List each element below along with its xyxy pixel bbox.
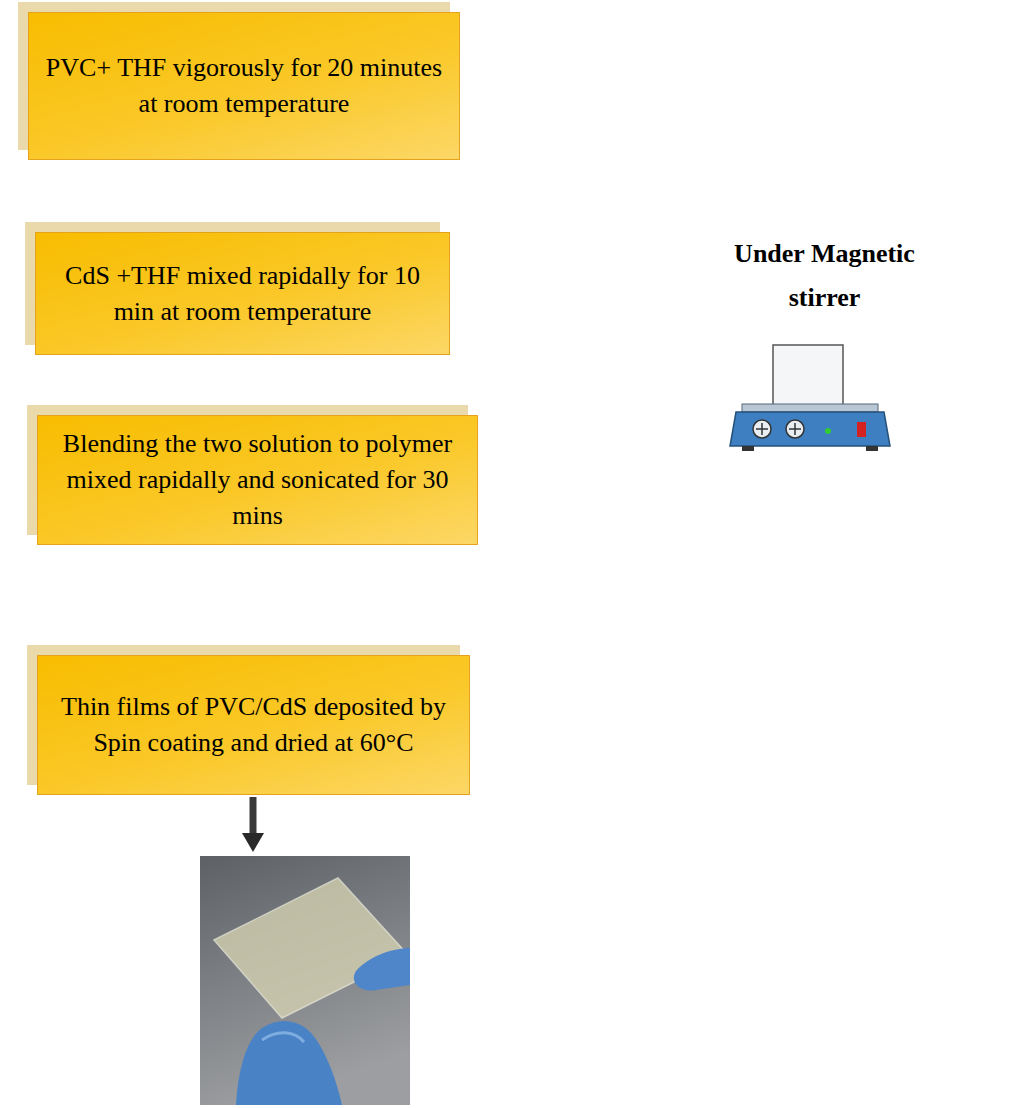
magnetic-stirrer-icon [712,336,910,466]
arrow-outline [496,68,835,178]
arrow-line [240,161,247,205]
glove-thumb [354,948,410,991]
thin-film [214,878,408,1018]
arrow-head [242,833,264,852]
stirrer-label: Under Magnetic stirrer [710,232,940,320]
step-text: CdS +THF mixed rapidally for 10 min at r… [46,258,439,330]
flow-arrow [245,546,267,644]
step-text: PVC+ THF vigorously for 20 minutes at ro… [39,50,449,122]
arrow-outline [438,482,835,605]
arrow-line [250,797,257,835]
beaker [773,345,843,407]
process-box: Blending the two solution to polymer mix… [37,415,478,545]
process-box: Thin films of PVC/CdS deposited by Spin … [37,655,470,795]
arrow-head [460,36,496,100]
arrow-fill [494,68,835,178]
arrow-fill [484,316,632,344]
photo-ground [200,856,410,1105]
indicator-light [825,428,831,434]
knob-marks [756,423,801,435]
arrow-fill [438,482,835,605]
foot [866,446,878,451]
flow-arrow [232,161,254,221]
hexagon-outline [620,170,1029,490]
hollow-arrow [450,298,632,362]
arrow-line [252,546,259,628]
step-text: Thin films of PVC/CdS deposited by Spin … [48,689,459,761]
process-box: CdS +THF mixed rapidally for 10 min at r… [35,232,450,355]
power-switch [857,422,866,437]
glove-hand [236,1021,342,1105]
arrow-outline [486,315,632,346]
hollow-arrow [460,36,835,178]
arrow-head [450,298,486,362]
flow-arrow [239,356,261,404]
step-text: Blending the two solution to polymer mix… [48,426,467,534]
foot [742,446,754,451]
arrow-head [406,545,470,581]
hot-plate [742,404,878,412]
film-photo [200,856,410,1105]
arrow-head [245,626,267,644]
arrow-head [239,386,261,404]
flow-arrow [242,797,264,852]
stirrer-base [730,412,890,446]
glove-highlight [262,1033,304,1042]
arrow-head [232,203,254,221]
arrow-line [247,356,254,388]
hexagon-shape [621,171,1028,489]
process-box: PVC+ THF vigorously for 20 minutes at ro… [28,12,460,160]
icon-ground [712,336,910,466]
stirrer-hexagon: Under Magnetic stirrer [620,170,1029,490]
